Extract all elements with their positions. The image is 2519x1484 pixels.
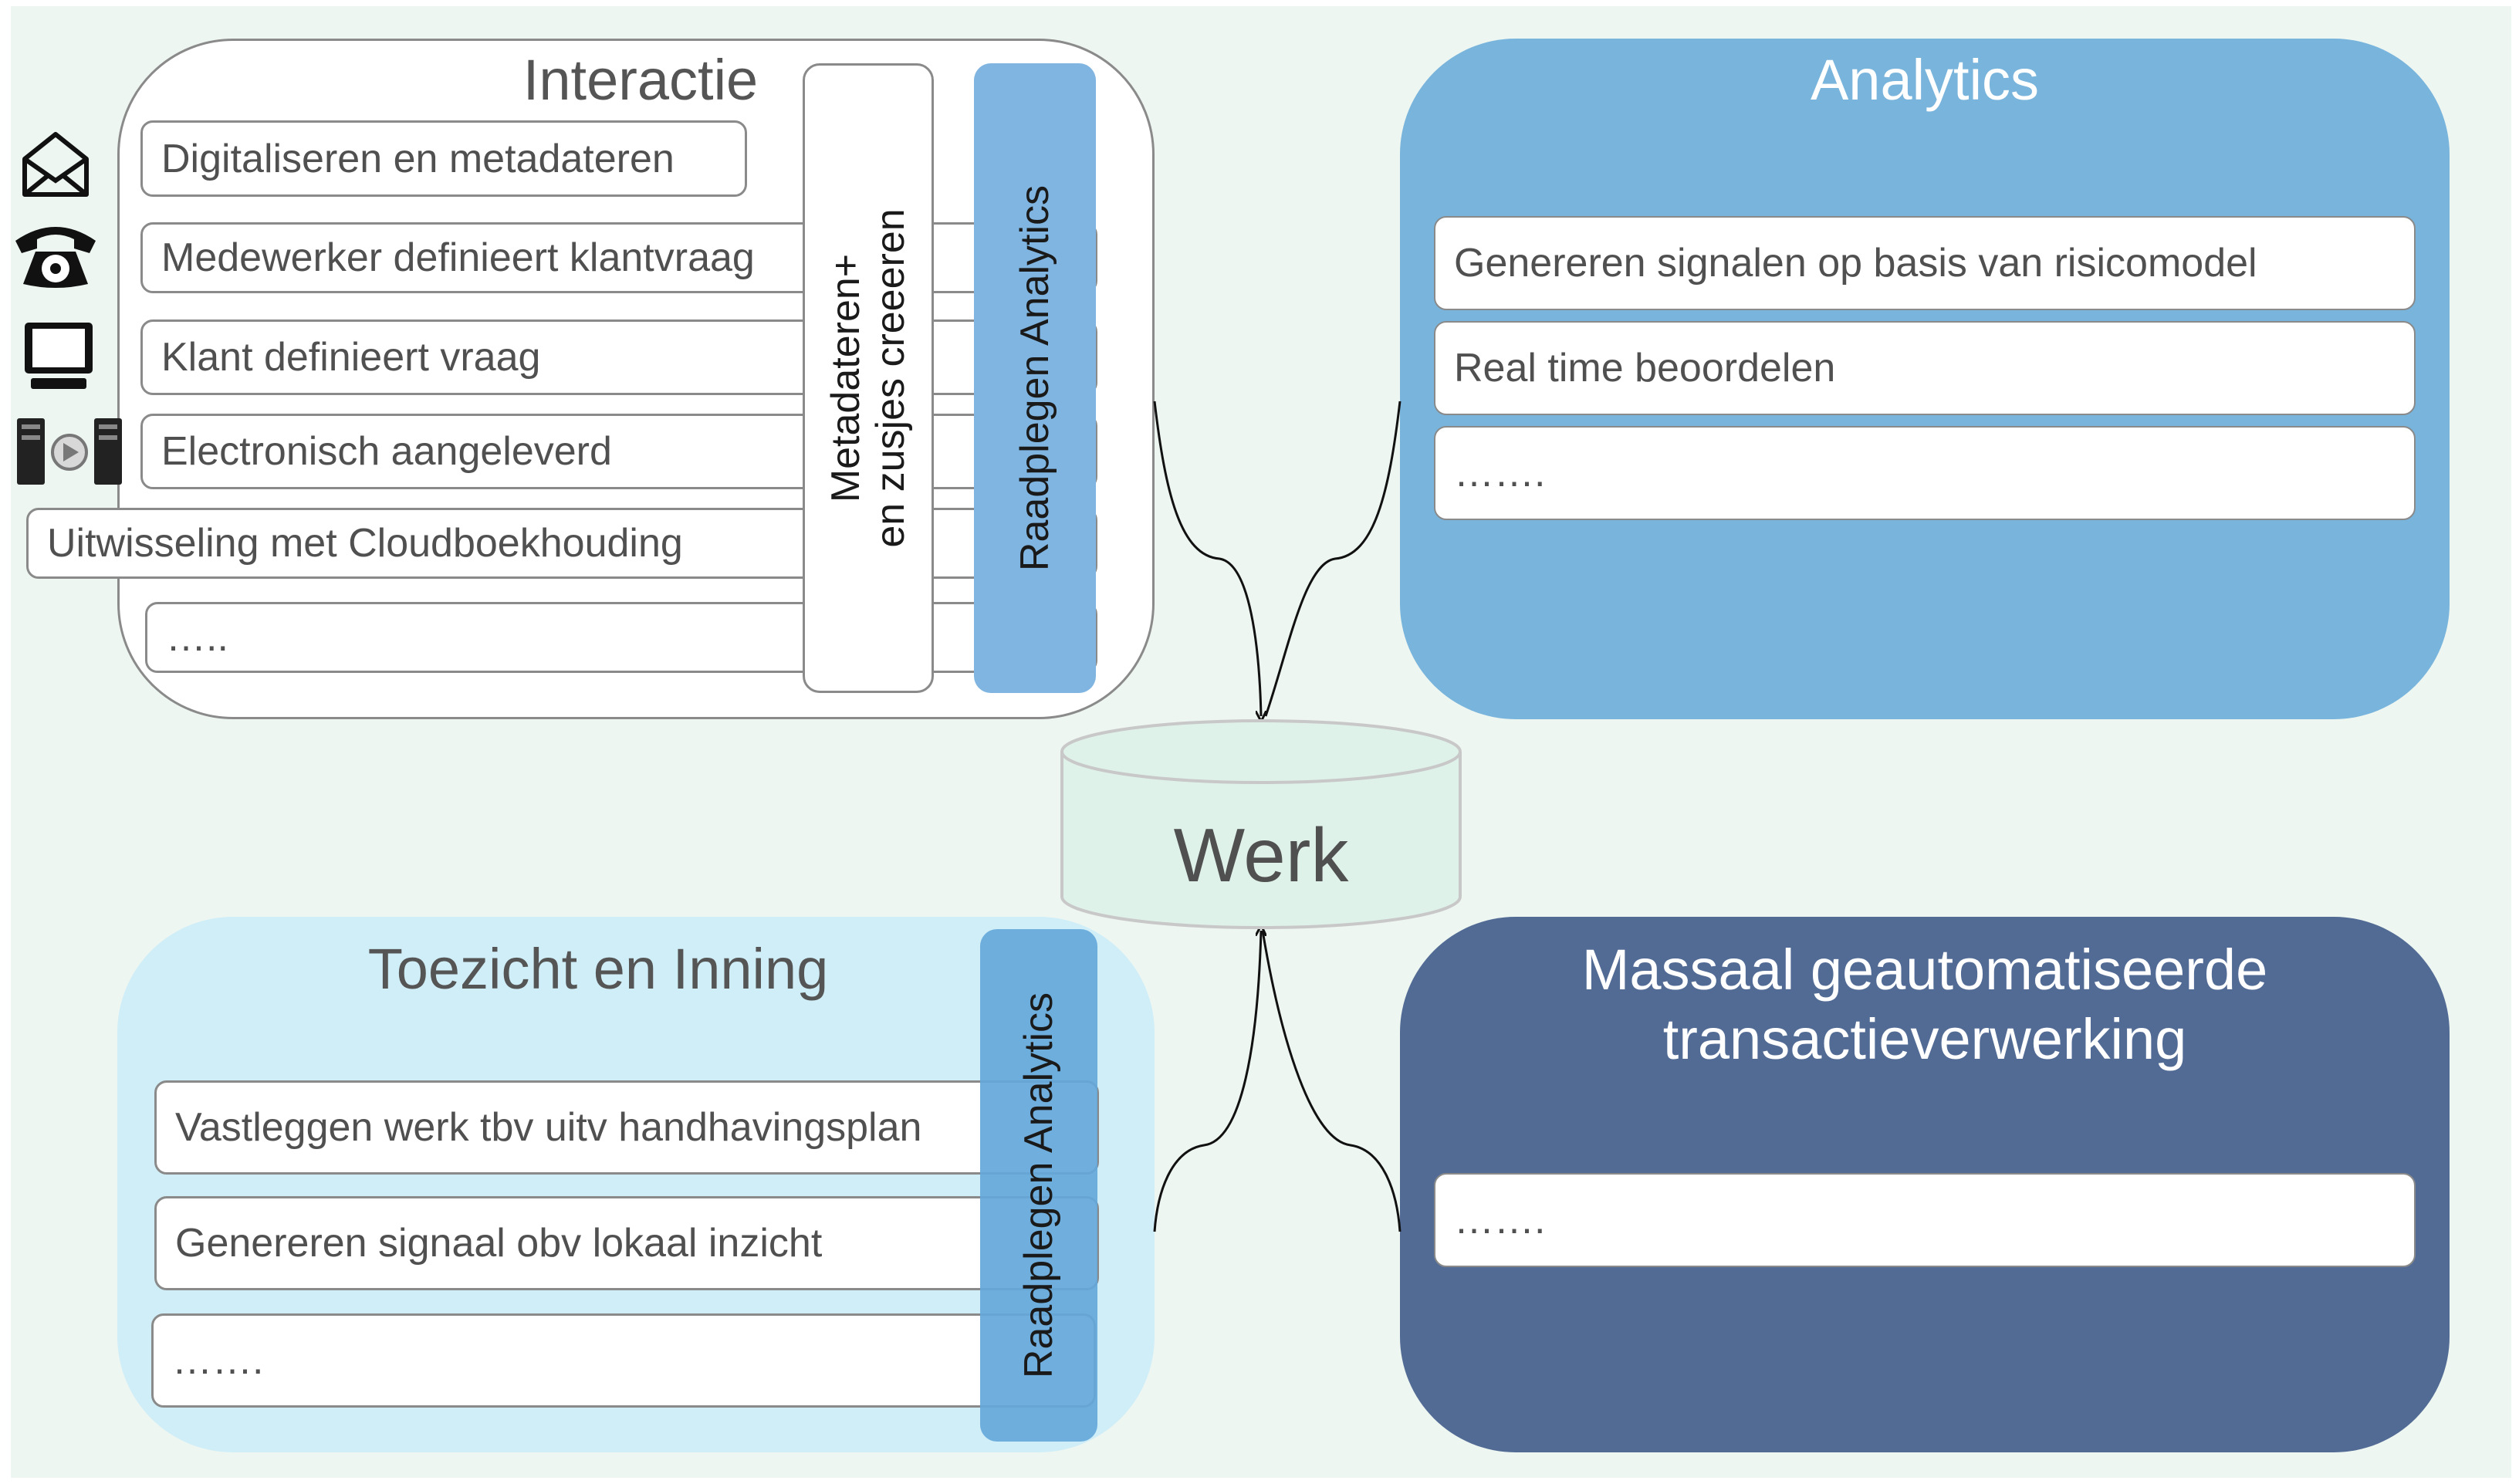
massaal-title: Massaal geautomatiseerde transactieverwe… [1581, 938, 2268, 1071]
interactie-item-medewerker: Medewerker definieert klantvraag [140, 222, 1097, 293]
connector-interactie-to-werk [1153, 401, 1261, 716]
envelope-icon [22, 132, 89, 197]
interactie-title: Interactie [522, 48, 759, 112]
werk-cylinder [1060, 719, 1462, 929]
analytics-item-realtime: Real time beoordelen [1434, 321, 2416, 415]
connector-toezicht-to-werk [1153, 931, 1261, 1232]
telephone-icon [15, 227, 96, 288]
analytics-item-more: ……. [1434, 426, 2416, 520]
werk-label: Werk [1173, 813, 1349, 897]
interactie-item-digitaliseren: Digitaliseren en metadateren [140, 120, 747, 197]
connector-massaal-to-werk [1261, 930, 1402, 1232]
analytics-item-genereren: Genereren signalen op basis van risicomo… [1434, 216, 2416, 310]
toezicht-item-more: ……. [151, 1313, 1096, 1408]
toezicht-raadplegen-bar: Raadplegen Analytics [980, 929, 1097, 1442]
interactie-raadplegen-bar: Raadplegen Analytics [974, 63, 1096, 693]
connector-analytics-to-werk [1264, 401, 1402, 717]
massaal-item-more: ……. [1434, 1173, 2416, 1267]
toezicht-item-genereren: Genereren signaal obv lokaal inzicht [154, 1196, 1099, 1290]
computer-monitor-icon [25, 323, 93, 389]
interactie-item-more: ….. [145, 602, 1097, 673]
analytics-title: Analytics [1810, 48, 2040, 112]
server-transfer-icon [17, 418, 122, 485]
toezicht-item-vastleggen: Vastleggen werk tbv uitv handhavingsplan [154, 1080, 1099, 1175]
toezicht-title: Toezicht en Inning [367, 937, 829, 1001]
interactie-item-klant: Klant definieert vraag [140, 319, 1097, 395]
interactie-item-electronisch: Electronisch aangeleverd [140, 414, 1097, 489]
metadateren-bar: Metadateren+ en zusjes creeeren [803, 63, 934, 693]
